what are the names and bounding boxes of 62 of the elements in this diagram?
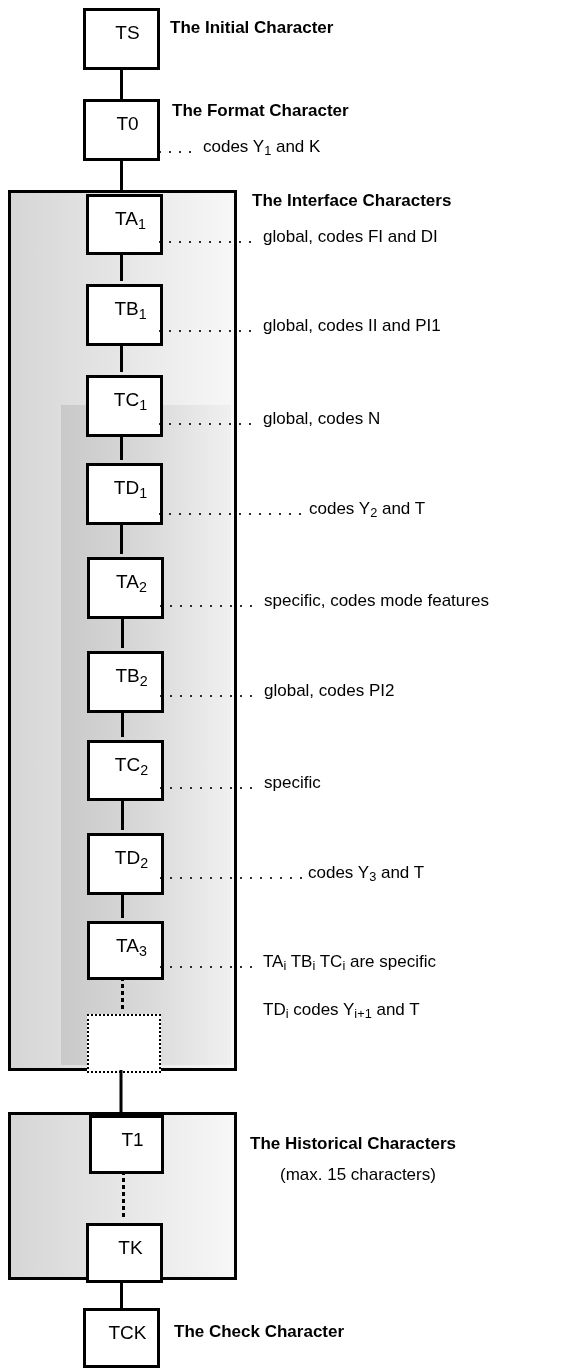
character-box xyxy=(86,375,163,437)
connector-line xyxy=(122,1171,125,1220)
connector-line xyxy=(121,977,124,1011)
group-heading: The Interface Characters xyxy=(252,190,452,213)
character-label: TK xyxy=(117,1238,143,1257)
character-box xyxy=(83,8,160,70)
character-label: TC$_{2}$ xyxy=(113,755,149,774)
character-label: T0 xyxy=(115,114,139,133)
character-box xyxy=(87,740,164,801)
character-box xyxy=(87,833,164,895)
section-heading: The Check Character xyxy=(174,1321,345,1344)
character-label: TB$_{2}$ xyxy=(114,666,148,685)
character-box xyxy=(86,1223,163,1283)
description-text: codes Y$_{1}$ and K xyxy=(203,136,321,158)
character-box xyxy=(87,921,164,980)
section-heading: The Initial Character xyxy=(170,17,334,40)
character-label: TS xyxy=(114,23,140,42)
character-label: TC$_{1}$ xyxy=(112,390,148,409)
connector-line xyxy=(119,1070,123,1112)
character-label: T1 xyxy=(120,1130,144,1149)
description-text: global, codes PI2 xyxy=(264,680,395,702)
connector-line xyxy=(120,1280,123,1308)
connector-line xyxy=(120,70,123,99)
character-box xyxy=(89,1115,164,1174)
character-box xyxy=(83,1308,160,1368)
empty-box xyxy=(87,1014,161,1073)
character-label: TB$_{1}$ xyxy=(113,299,147,318)
description-text: specific, codes mode features xyxy=(264,590,489,612)
description-text: global, codes FI and DI xyxy=(263,226,438,248)
connector-line xyxy=(121,892,124,918)
connector-line xyxy=(120,522,123,554)
group-note: (max. 15 characters) xyxy=(280,1164,436,1187)
connector-line xyxy=(120,434,123,460)
character-label: TA$_{1}$ xyxy=(114,209,146,228)
connector-line xyxy=(121,710,124,737)
description-text: codes Y$_{3}$ and T xyxy=(308,862,425,884)
group-frame xyxy=(8,1112,237,1280)
description-text: codes Y$_{2}$ and T xyxy=(309,498,426,520)
character-label: TD$_{1}$ xyxy=(112,478,148,497)
character-label: TA$_{3}$ xyxy=(115,936,147,955)
character-box xyxy=(87,651,164,713)
description-text: global, codes II and PI1 xyxy=(263,315,441,337)
character-label: TA$_{2}$ xyxy=(115,572,147,591)
description-text: global, codes N xyxy=(263,408,381,430)
group-frame xyxy=(8,190,237,1071)
description-text: TD$_{i}$ codes Y$_{i+1}$ and T xyxy=(263,999,421,1021)
section-heading: The Format Character xyxy=(172,100,349,123)
character-label: TCK xyxy=(107,1323,147,1342)
character-label: TD$_{2}$ xyxy=(113,848,149,867)
connector-line xyxy=(120,343,123,372)
character-box xyxy=(87,557,164,619)
connector-line xyxy=(120,252,123,281)
description-text: specific xyxy=(264,772,321,794)
character-box xyxy=(86,194,163,255)
character-box xyxy=(83,99,160,161)
group-heading: The Historical Characters xyxy=(250,1133,456,1156)
character-box xyxy=(86,463,163,525)
description-text: TA$_{i}$ TB$_{i}$ TC$_{i}$ are specific xyxy=(263,951,436,973)
connector-line xyxy=(120,161,123,191)
connector-line xyxy=(121,616,124,648)
connector-line xyxy=(121,798,124,830)
character-box xyxy=(86,284,163,346)
